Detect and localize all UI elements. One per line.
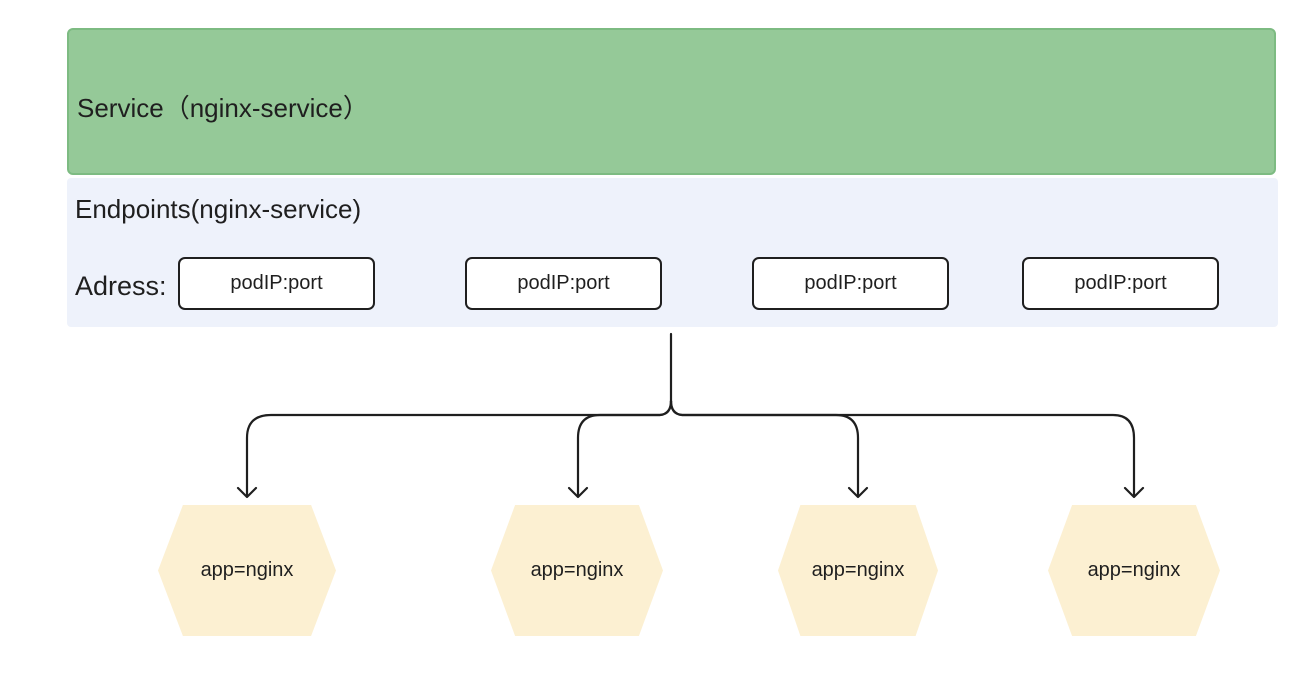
endpoints-label: Endpoints(nginx-service) bbox=[75, 194, 362, 224]
pod-hexagon: app=nginx bbox=[491, 505, 663, 636]
pod-hexagon: app=nginx bbox=[158, 505, 336, 636]
pod-hexagon: app=nginx bbox=[1048, 505, 1220, 636]
arrow-head-3 bbox=[847, 486, 869, 499]
branch-line-3 bbox=[669, 399, 860, 498]
trunk-line bbox=[245, 332, 673, 498]
endpoint-address-box: podIP:port bbox=[178, 257, 375, 310]
arrow-head-4 bbox=[1123, 486, 1145, 499]
address-label: Adress: bbox=[75, 271, 167, 301]
branch-line-4 bbox=[669, 399, 1136, 498]
arrow-head-1 bbox=[236, 486, 258, 499]
endpoint-address-box: podIP:port bbox=[752, 257, 949, 310]
arrow-head-2 bbox=[567, 486, 589, 499]
service-box: Service（nginx-service） bbox=[67, 28, 1276, 175]
pod-hexagon: app=nginx bbox=[778, 505, 938, 636]
service-label: Service（nginx-service） bbox=[77, 93, 369, 123]
endpoint-address-box: podIP:port bbox=[1022, 257, 1219, 310]
branch-line-2 bbox=[576, 399, 673, 498]
endpoint-address-box: podIP:port bbox=[465, 257, 662, 310]
endpoints-box: Endpoints(nginx-service) Adress: podIP:p… bbox=[67, 178, 1278, 327]
